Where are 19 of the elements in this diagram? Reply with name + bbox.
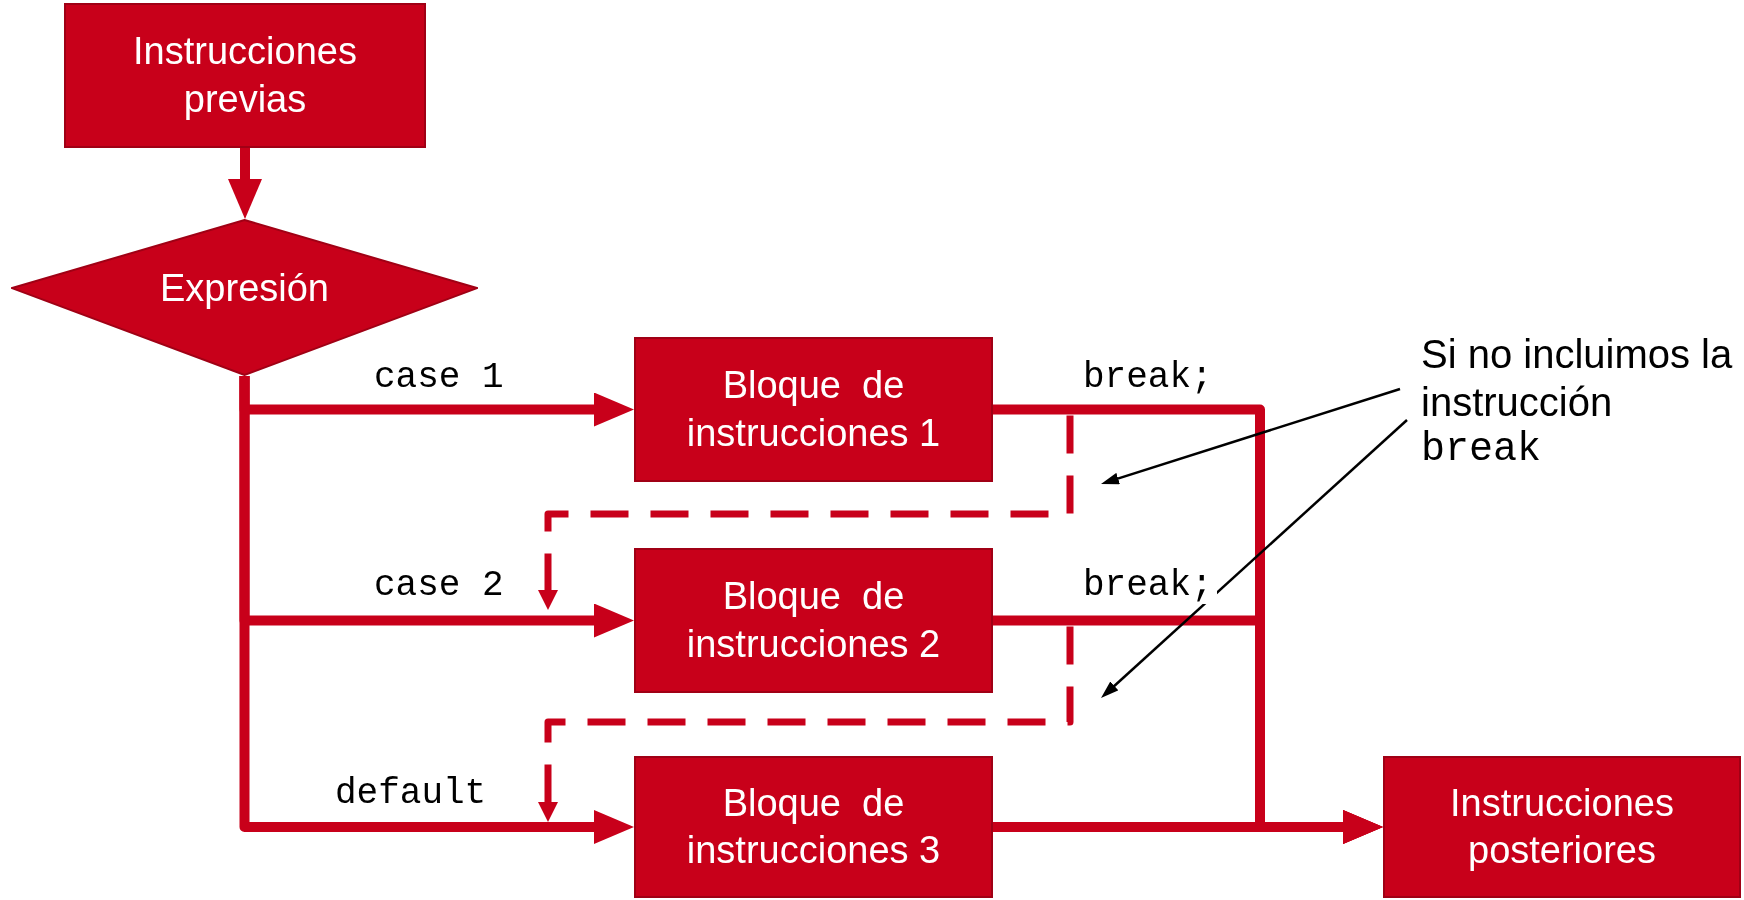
box-label: Instrucciones previas — [132, 29, 358, 122]
box-label: Bloque de instrucciones 2 — [685, 574, 942, 667]
process-box — [1383, 756, 1741, 898]
diamond-label: Expresión — [160, 266, 329, 311]
box-label: Instrucciones posteriores — [1449, 780, 1675, 873]
leader-line — [1101, 419, 1408, 698]
code-text: break — [1421, 426, 1543, 474]
process-box — [634, 756, 993, 898]
leader-line — [1101, 387, 1401, 485]
arrow — [239, 376, 634, 844]
process-box — [634, 548, 993, 693]
box-label: Bloque de instrucciones 1 — [685, 363, 942, 456]
dashed-arrow — [538, 626, 1074, 822]
dashed-arrow — [538, 415, 1074, 610]
process-box — [634, 337, 993, 482]
arrow — [993, 810, 1383, 844]
arrow — [228, 148, 262, 219]
box-label: Bloque de instrucciones 3 — [685, 780, 942, 873]
process-box — [64, 3, 426, 148]
